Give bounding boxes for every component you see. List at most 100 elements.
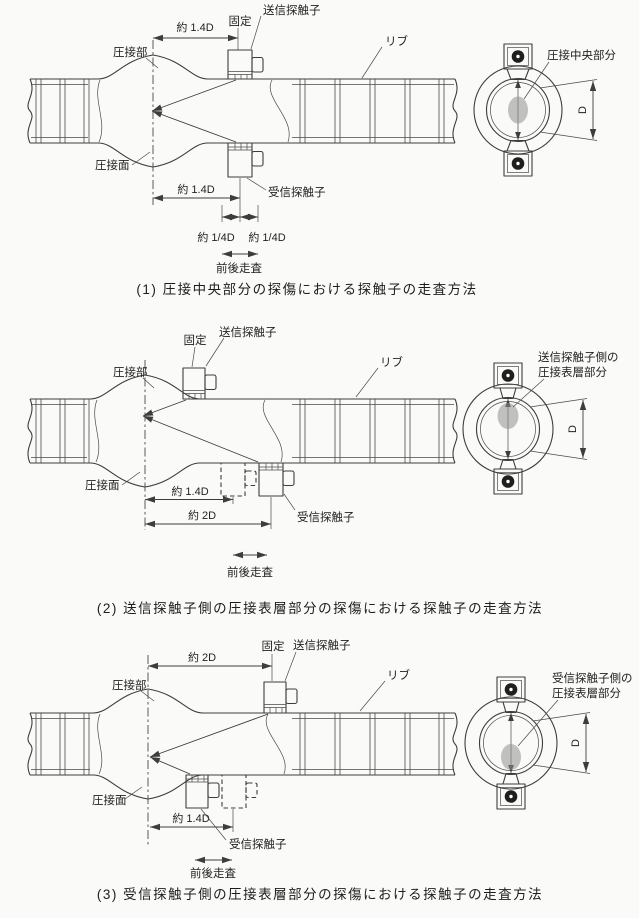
diameter-label: D	[567, 425, 579, 433]
left-break	[27, 712, 33, 776]
beam-path	[142, 399, 259, 463]
right-break	[452, 398, 458, 464]
transmit-probe	[263, 681, 298, 714]
circle-callout: 受信探触子側の 圧接表層部分	[517, 671, 633, 747]
rib-callout: リブ	[355, 355, 403, 398]
longitudinal-ribs	[31, 404, 454, 458]
circle-callout: 送信探触子側の 圧接表層部分	[512, 350, 619, 408]
dim-14d-label: 約 1.4D	[172, 811, 209, 825]
receive-probe	[258, 462, 295, 497]
tx-probe-label: 送信探触子	[263, 3, 321, 17]
left-break	[27, 398, 33, 464]
scan-arrow-group: 前後走査	[227, 551, 273, 579]
bar-side-view	[27, 374, 458, 488]
diameter-label: D	[577, 106, 589, 114]
probe-top-view-upper	[493, 362, 523, 400]
beam-path	[151, 79, 237, 143]
weld-face-callout: 圧接面	[92, 786, 143, 807]
cross-section: 受信探触子側の 圧接表層部分 D	[464, 671, 633, 810]
fixed-label: 固定	[262, 639, 285, 653]
weld-zone-label: 圧接部	[113, 365, 148, 379]
circle-callout: 圧接中央部分	[523, 48, 616, 100]
rib-callout: リブ	[361, 34, 408, 79]
transmit-probe	[182, 367, 217, 400]
beam-path	[149, 713, 269, 775]
diameter-label: D	[570, 739, 582, 747]
transition-curve-left	[94, 399, 100, 463]
rib-callout: リブ	[359, 668, 410, 712]
dim-14d-top: 約 1.4D	[153, 20, 239, 50]
dim-2d-label: 約 2D	[188, 508, 216, 522]
circle-label-line1: 送信探触子側の	[538, 350, 619, 364]
flaw-zone-blob	[508, 96, 528, 124]
panel-2: 固定 送信探触子 圧接部 リブ 圧接面 約 1.4D 約 2D 受信探触子 前後…	[27, 325, 619, 616]
circle-label-line2: 圧接表層部分	[552, 686, 621, 700]
right-break	[452, 78, 458, 144]
weld-face-label: 圧接面	[92, 794, 127, 807]
fixed-label: 固定	[184, 333, 207, 347]
outer-weld-circle	[473, 65, 563, 155]
scan-arrow-group: 前後走査	[216, 250, 262, 275]
scan-label: 前後走査	[227, 565, 273, 579]
transition-curve-left	[97, 79, 103, 143]
rx-probe-callout: 受信探触子	[246, 177, 326, 199]
transition-curve-right	[262, 399, 283, 463]
bar-side-view	[27, 688, 458, 800]
transmit-probe	[227, 49, 264, 80]
caption-3: (3) 受信探触子側の圧接表層部分の探傷における探触子の走査方法	[97, 886, 543, 902]
flaw-zone-blob	[501, 744, 521, 770]
weld-face-callout: 圧接面	[85, 471, 141, 492]
dim-2d-label: 約 2D	[188, 650, 216, 664]
rib-marks	[35, 78, 445, 144]
receive-probe-ghost	[220, 462, 257, 497]
dim-2d: 約 2D	[148, 650, 273, 681]
bar-circle	[478, 710, 544, 776]
cross-section: 送信探触子側の 圧接表層部分 D	[462, 350, 619, 495]
weld-face-label: 圧接面	[85, 479, 120, 492]
outer-weld-circle	[464, 696, 558, 790]
dim-label-bottom: 約 1.4D	[177, 182, 214, 196]
scan-arrow-group: 前後走査	[190, 856, 236, 880]
weld-bulge-top	[89, 374, 201, 400]
weld-zone-callout: 圧接部	[113, 45, 159, 69]
receive-probe	[185, 774, 220, 809]
receive-probe	[227, 142, 264, 178]
tx-probe-label: 送信探触子	[219, 325, 277, 339]
cross-section: 圧接中央部分 D	[473, 43, 616, 177]
diameter-dimension: D	[539, 79, 598, 141]
probe-top-view-lower	[496, 772, 526, 810]
weld-bulge-top	[97, 54, 209, 80]
weld-bulge-top	[92, 688, 204, 714]
scan-label: 前後走査	[190, 866, 236, 880]
dim-quarter-left-label: 約 1/4D	[197, 230, 234, 244]
transition-curve-right	[265, 713, 286, 775]
probe-top-view-lower	[503, 139, 533, 177]
weld-face-callout: 圧接面	[95, 151, 151, 172]
probe-top-view-lower	[493, 458, 523, 495]
dim-14d-label: 約 1.4D	[171, 484, 208, 498]
circle-label: 圧接中央部分	[547, 48, 616, 62]
rib-label: リブ	[380, 355, 403, 369]
tx-probe-callout: 送信探触子	[205, 325, 277, 367]
fixed-callout: 固定	[184, 333, 207, 368]
tx-probe-callout: 送信探触子	[250, 3, 321, 50]
dim-2d: 約 2D	[145, 497, 272, 529]
bar-circle	[485, 77, 551, 143]
bar-circle	[475, 396, 541, 462]
circle-label-line2: 圧接表層部分	[538, 365, 607, 379]
probe-top-view-upper	[503, 43, 533, 81]
longitudinal-ribs	[31, 718, 454, 770]
circle-label-line1: 受信探触子側の	[552, 671, 633, 685]
caption-1: (1) 圧接中央部分の探傷における探触子の走査方法	[136, 281, 477, 297]
flaw-zone-blob	[497, 403, 519, 429]
dim-14d-bottom: 約 1.4D	[153, 178, 241, 222]
rx-probe-callout: 受信探触子	[200, 808, 287, 851]
right-break	[452, 712, 458, 776]
dim-label-top: 約 1.4D	[176, 20, 213, 34]
rx-probe-label: 受信探触子	[268, 185, 326, 199]
caption-2: (2) 送信探触子側の圧接表層部分の探傷における探触子の走査方法	[97, 600, 543, 616]
fixed-label: 固定	[229, 14, 252, 28]
dim-14d: 約 1.4D	[150, 809, 234, 832]
outer-weld-circle	[462, 383, 554, 475]
